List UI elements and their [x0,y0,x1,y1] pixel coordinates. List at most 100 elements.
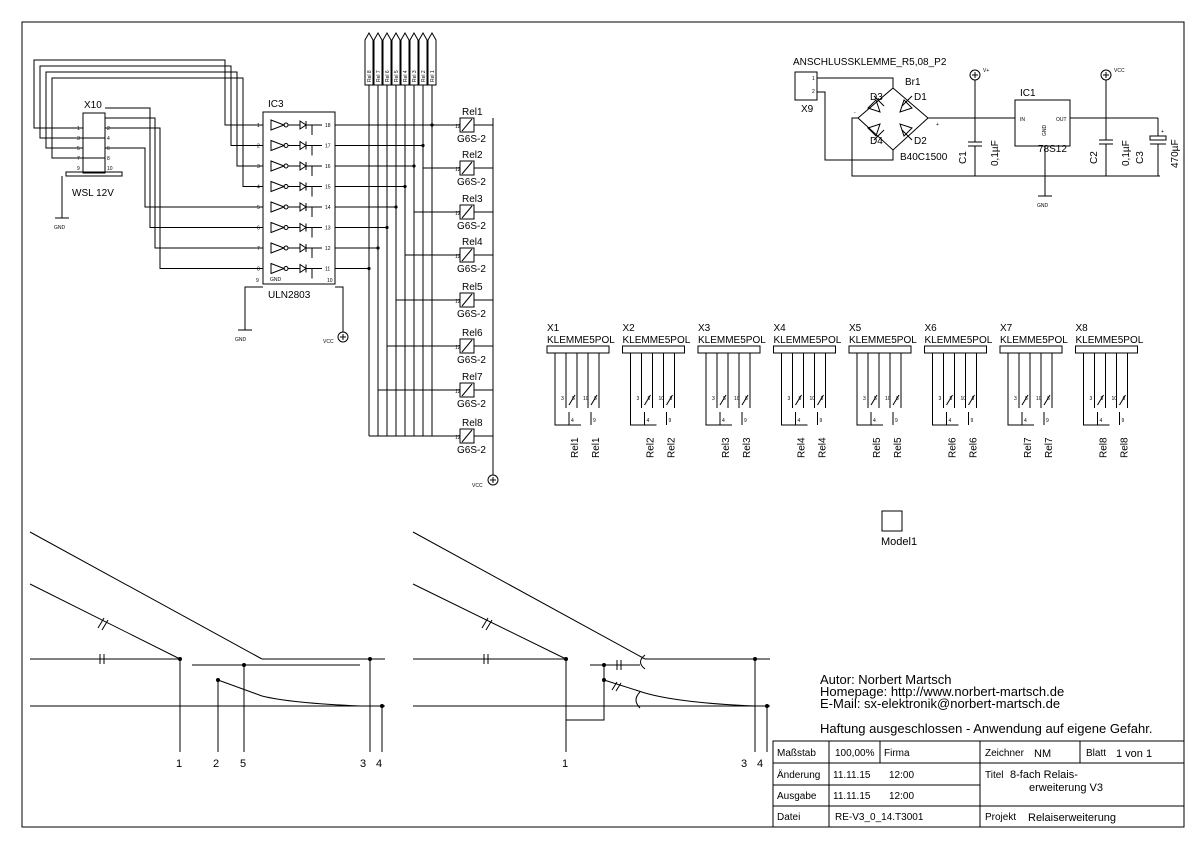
terminal-ref: X1 [547,323,560,334]
ic3-out-pin: 18 [325,123,331,129]
firm-label: Firma [884,748,910,759]
coil-diagonal [461,205,473,219]
contact-pin: 8 [1047,396,1050,402]
ic3-in-pin: 2 [257,144,260,150]
contact-pin: 10 [885,396,891,402]
terminal-relay-label: Rel2 [667,437,678,458]
input-wire [105,107,263,228]
relay-type: G6S-2 [457,177,486,188]
project-label: Projekt [985,812,1016,823]
model1-box [881,510,903,532]
relay-name: Rel3 [462,194,483,205]
contact-pin: 4 [798,418,801,424]
header-pin-label: Rel 3 [412,70,418,82]
wire [244,286,263,330]
isolation-mark [97,617,109,631]
relay-pin: 12 [455,254,461,260]
terminal-relay-label: Rel1 [570,437,581,458]
header-pin-label: Rel 1 [430,70,436,82]
x9-ref: X9 [801,104,814,115]
sheet-value: 1 von 1 [1116,748,1152,760]
terminal-ref: X8 [1076,323,1089,334]
track-left-3: 3 [360,758,366,770]
header-pin-label: Rel 6 [385,70,391,82]
ic3-pin9: 9 [256,278,259,284]
coil-diagonal [461,383,473,397]
header-pin-label: Rel 2 [421,70,427,82]
contact-pin: 10 [1036,396,1042,402]
terminal-ref: X6 [925,323,938,334]
x9-connector [794,71,818,101]
contact-pin: 3 [637,396,640,402]
contact-pin: 9 [895,418,898,424]
change-time: 12:00 [889,770,914,781]
x10-pin-label: 1 [77,126,80,132]
regulator-in: IN [1020,117,1025,123]
capacitor-c3 [1149,118,1167,176]
terminal-relay-label: Rel5 [872,437,883,458]
title-block: Maßstab 100,00% Firma Zeichner NM Blatt … [772,740,1185,828]
terminal-block [848,345,912,354]
ic3-out-pin: 13 [325,226,331,232]
contact-pin: 4 [722,418,725,424]
file-label: Datei [777,812,800,823]
contact-wire [1083,372,1110,426]
relay-type: G6S-2 [457,399,486,410]
relay-contact [1097,394,1104,406]
contact-wire [781,372,808,426]
contact-pin: 10 [659,396,665,402]
rail [217,679,361,707]
contact-pin: 9 [669,418,672,424]
terminal-block [999,345,1063,354]
issue-date: 11.11.15 [833,791,871,802]
bridge-type: B40C1500 [900,152,948,163]
relay-contact [741,394,749,406]
contact-pin: 5 [874,396,877,402]
clamp-diode [299,202,307,212]
contact-wire [932,372,959,426]
coil-diagonal [461,118,473,132]
terminal-relay-label: Rel7 [1023,437,1034,458]
diode-d3 [867,95,885,113]
terminal-ref: X3 [698,323,711,334]
relay-contact [719,394,727,406]
vplus-label: V+ [983,68,989,74]
frog [640,654,646,670]
terminal-relay-label: Rel6 [969,437,980,458]
relay-pin: 12 [455,345,461,351]
relay-pin: 12 [455,211,461,217]
relay-name: Rel2 [462,150,483,161]
track-right-3: 3 [741,758,747,770]
regulator-out: OUT [1056,117,1067,123]
header-pin-label: Rel 5 [394,70,400,82]
contact-pin: 3 [561,396,564,402]
contact-pin: 3 [712,396,715,402]
x10-type: WSL 12V [72,188,114,199]
relay-name: Rel6 [462,328,483,339]
wire [817,77,894,88]
contact-pin: 5 [950,396,953,402]
buffer-triangle [270,119,286,131]
contact-pin: 3 [863,396,866,402]
ic3-gnd-label: GND [235,337,247,343]
x9-pin1: 1 [812,76,815,82]
sheet-border [21,21,1185,828]
regulator-type: 78S12 [1038,144,1067,155]
terminal-relay-label: Rel1 [591,437,602,458]
contact-pin: 4 [873,418,876,424]
c2-ref: C2 [1089,151,1100,164]
contact-pin: 8 [896,396,899,402]
c1-ref: C1 [958,151,969,164]
input-wire [105,147,263,208]
terminal-type: KLEMME5POL [849,335,917,346]
plus-mark: + [936,122,939,128]
wire [851,117,1160,177]
terminal-relay-label: Rel6 [948,437,959,458]
clamp-diode [299,161,307,171]
terminal-relay-label: Rel8 [1099,437,1110,458]
header-pin [400,31,410,86]
contact-pin: 5 [723,396,726,402]
x10-base [65,171,123,177]
contact-pin: 10 [810,396,816,402]
